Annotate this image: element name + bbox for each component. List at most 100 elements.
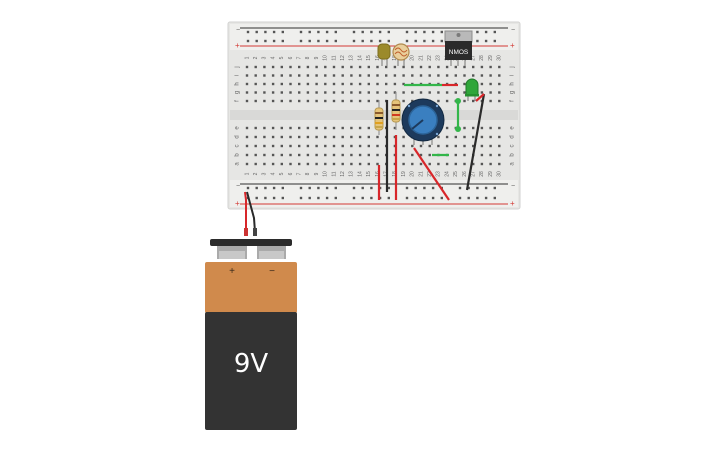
breadboard-hole[interactable] <box>463 65 466 69</box>
breadboard-hole[interactable] <box>341 99 344 103</box>
breadboard-hole[interactable] <box>498 135 501 139</box>
breadboard-hole[interactable] <box>367 162 370 166</box>
breadboard-hole[interactable] <box>315 162 318 166</box>
breadboard-hole[interactable] <box>245 82 249 86</box>
breadboard-hole[interactable] <box>289 82 292 86</box>
rail-hole[interactable] <box>334 196 337 200</box>
breadboard-hole[interactable] <box>263 82 266 86</box>
breadboard-hole[interactable] <box>245 74 249 77</box>
breadboard-hole[interactable] <box>358 126 362 130</box>
breadboard-hole[interactable] <box>289 74 292 77</box>
rail-hole[interactable] <box>484 186 488 190</box>
breadboard-hole[interactable] <box>437 135 440 139</box>
rail-hole[interactable] <box>414 30 417 34</box>
breadboard-hole[interactable] <box>454 162 457 166</box>
breadboard-hole[interactable] <box>271 65 275 69</box>
breadboard-hole[interactable] <box>280 135 283 139</box>
rail-hole[interactable] <box>281 39 284 43</box>
breadboard-hole[interactable] <box>437 162 440 166</box>
breadboard-hole[interactable] <box>271 82 275 86</box>
breadboard-hole[interactable] <box>350 144 353 148</box>
breadboard-hole[interactable] <box>428 91 431 94</box>
breadboard-hole[interactable] <box>289 65 292 69</box>
breadboard-hole[interactable] <box>376 144 379 148</box>
battery-black-lead[interactable] <box>246 191 256 233</box>
rail-hole[interactable] <box>423 186 426 190</box>
breadboard-hole[interactable] <box>263 126 266 130</box>
breadboard-hole[interactable] <box>454 91 457 94</box>
breadboard-hole[interactable] <box>341 135 344 139</box>
breadboard-hole[interactable] <box>498 91 501 94</box>
breadboard-hole[interactable] <box>332 153 336 157</box>
breadboard-hole[interactable] <box>254 144 257 148</box>
breadboard-hole[interactable] <box>489 126 492 130</box>
wire-endpoint[interactable] <box>455 98 461 104</box>
rail-hole[interactable] <box>476 196 479 200</box>
breadboard-hole[interactable] <box>358 99 362 103</box>
breadboard-hole[interactable] <box>489 74 492 77</box>
breadboard-hole[interactable] <box>271 153 275 157</box>
breadboard-hole[interactable] <box>271 74 275 77</box>
breadboard-hole[interactable] <box>280 99 283 103</box>
breadboard-hole[interactable] <box>315 74 318 77</box>
rail-hole[interactable] <box>299 39 303 43</box>
breadboard-hole[interactable] <box>454 153 457 157</box>
breadboard-hole[interactable] <box>324 91 327 94</box>
potentiometer[interactable] <box>401 98 445 145</box>
breadboard-hole[interactable] <box>454 74 457 77</box>
rail-hole[interactable] <box>431 39 435 43</box>
breadboard-hole[interactable] <box>306 126 310 130</box>
breadboard-hole[interactable] <box>280 153 283 157</box>
breadboard-hole[interactable] <box>428 153 431 157</box>
breadboard-hole[interactable] <box>463 74 466 77</box>
breadboard-hole[interactable] <box>341 91 344 94</box>
breadboard-hole[interactable] <box>263 135 266 139</box>
breadboard-hole[interactable] <box>385 91 388 94</box>
rail-hole[interactable] <box>308 30 311 34</box>
breadboard-hole[interactable] <box>280 144 283 148</box>
breadboard-hole[interactable] <box>358 162 362 166</box>
breadboard-hole[interactable] <box>280 65 283 69</box>
breadboard-hole[interactable] <box>489 82 492 86</box>
breadboard-hole[interactable] <box>271 91 275 94</box>
rail-hole[interactable] <box>476 30 479 34</box>
breadboard-hole[interactable] <box>298 135 301 139</box>
rail-hole[interactable] <box>405 196 409 200</box>
breadboard-hole[interactable] <box>306 153 310 157</box>
breadboard-hole[interactable] <box>480 153 484 157</box>
breadboard-hole[interactable] <box>480 91 484 94</box>
breadboard-hole[interactable] <box>472 135 475 139</box>
breadboard-hole[interactable] <box>350 135 353 139</box>
rail-hole[interactable] <box>299 30 303 34</box>
breadboard-hole[interactable] <box>411 99 414 103</box>
breadboard-hole[interactable] <box>358 91 362 94</box>
breadboard-hole[interactable] <box>445 162 449 166</box>
breadboard-hole[interactable] <box>324 162 327 166</box>
breadboard-hole[interactable] <box>419 74 423 77</box>
rail-hole[interactable] <box>423 196 426 200</box>
breadboard-hole[interactable] <box>358 144 362 148</box>
breadboard-hole[interactable] <box>289 162 292 166</box>
rail-hole[interactable] <box>378 30 382 34</box>
breadboard-hole[interactable] <box>411 65 414 69</box>
rail-hole[interactable] <box>484 30 488 34</box>
black-wire[interactable] <box>465 93 486 191</box>
breadboard-hole[interactable] <box>271 162 275 166</box>
nmos-transistor[interactable]: NMOS <box>444 30 473 66</box>
breadboard-hole[interactable] <box>315 82 318 86</box>
breadboard-hole[interactable] <box>376 162 379 166</box>
breadboard-hole[interactable] <box>350 153 353 157</box>
rail-hole[interactable] <box>317 30 320 34</box>
breadboard-hole[interactable] <box>358 65 362 69</box>
rail-hole[interactable] <box>272 196 276 200</box>
breadboard-hole[interactable] <box>367 65 370 69</box>
breadboard-hole[interactable] <box>324 74 327 77</box>
breadboard-hole[interactable] <box>254 82 257 86</box>
breadboard-hole[interactable] <box>428 74 431 77</box>
rail-hole[interactable] <box>264 196 267 200</box>
rail-hole[interactable] <box>308 39 311 43</box>
breadboard-hole[interactable] <box>367 153 370 157</box>
breadboard-hole[interactable] <box>402 74 405 77</box>
rail-hole[interactable] <box>361 186 364 190</box>
